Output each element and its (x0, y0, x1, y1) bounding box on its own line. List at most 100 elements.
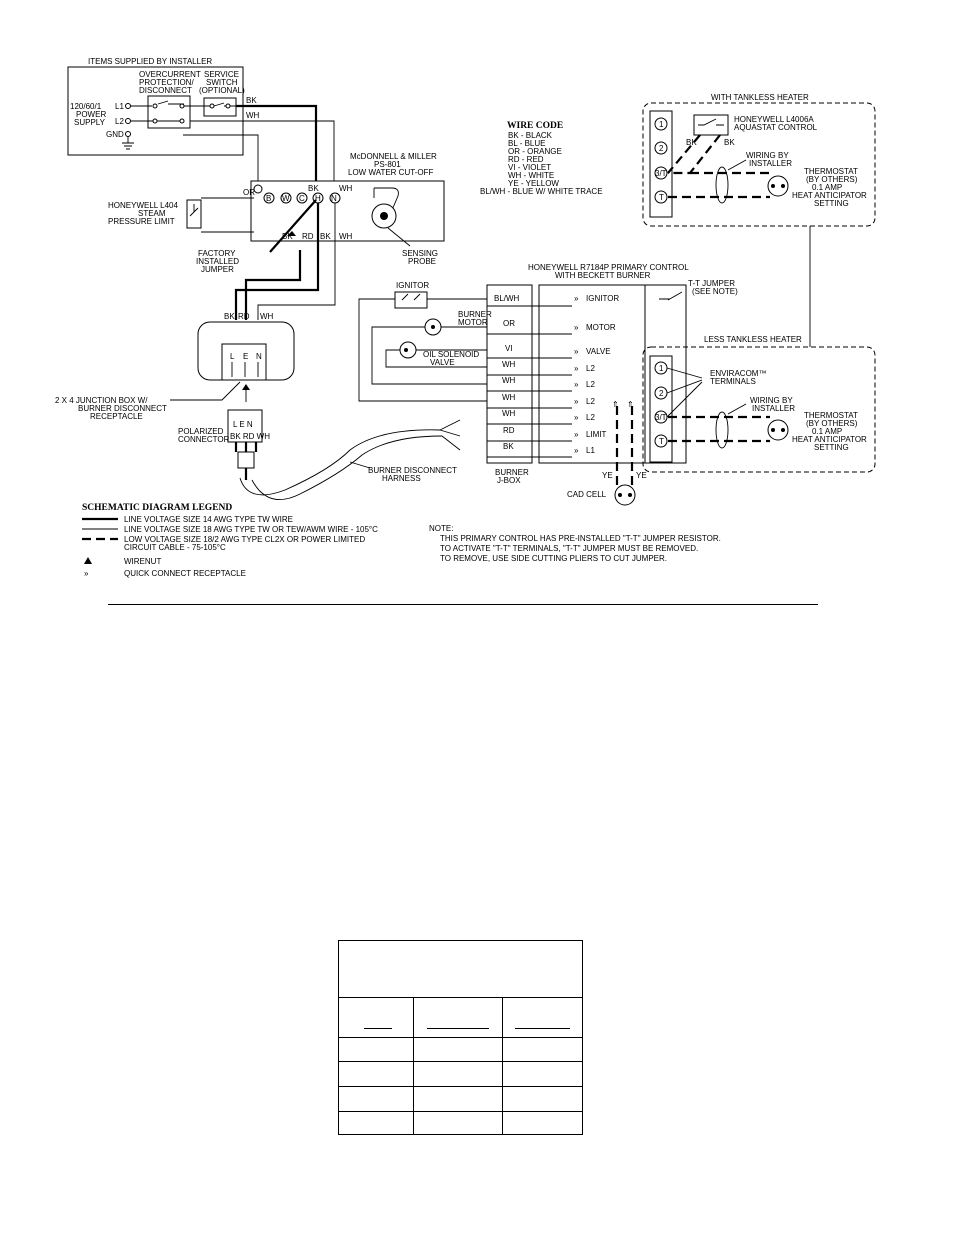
service-switch-label: SERVICE (204, 70, 239, 79)
svg-text:»: » (574, 380, 579, 389)
tankless-title: WITH TANKLESS HEATER (711, 93, 809, 102)
svg-text:QUICK CONNECT RECEPTACLE: QUICK CONNECT RECEPTACLE (124, 569, 246, 578)
jumper-label: INSTALLED (196, 257, 239, 266)
legend-items: LINE VOLTAGE SIZE 14 AWG TYPE TW WIRE LI… (82, 515, 378, 578)
jbox-wires: BL/WH OR VI WH WH WH WH RD BK (487, 294, 572, 458)
junction-box-label: BURNER DISCONNECT (78, 404, 167, 413)
lwco-title: McDONNELL & MILLER (350, 152, 437, 161)
svg-text:OR: OR (503, 319, 515, 328)
svg-text:L2: L2 (586, 364, 595, 373)
aquastat-label: AQUASTAT CONTROL (734, 123, 818, 132)
l2-label: L2 (115, 117, 124, 126)
cad-cell (614, 484, 636, 506)
connector-label: POLARIZED (178, 427, 224, 436)
burner-harness (239, 429, 443, 500)
svg-text:LOW VOLTAGE SIZE 18/2 AWG TYPE: LOW VOLTAGE SIZE 18/2 AWG TYPE CL2X OR P… (124, 535, 365, 544)
wire-tag: BK (686, 138, 697, 147)
svg-text:LIMIT: LIMIT (586, 430, 607, 439)
wire-tag: RD (302, 232, 314, 241)
bk-line-wire (236, 104, 318, 196)
wire-tag: BK (282, 232, 293, 241)
gnd-label: GND (106, 130, 124, 139)
enviracom-label: ENVIRACOM™ (710, 369, 766, 378)
or-supply-wire (183, 134, 259, 192)
pressure-limit-box (186, 199, 202, 229)
lwco-terminals (253, 184, 341, 204)
wire-tag: YE (636, 471, 647, 480)
enviracom-terminals (654, 361, 668, 448)
svg-text:BL/WH: BL/WH (494, 294, 520, 303)
wire-tag: BK (320, 232, 331, 241)
table-header-cell (503, 997, 583, 1038)
less-thermostat-label: (BY OTHERS) (806, 419, 858, 428)
ignitor-box (394, 291, 428, 309)
less-thermostat-label: HEAT ANTICIPATOR (792, 435, 867, 444)
svg-text:»: » (574, 294, 579, 303)
note-line: TO ACTIVATE "T-T" TERMINALS, "T-T" JUMPE… (440, 544, 698, 553)
svg-text:»: » (84, 569, 89, 578)
motor-label: BURNER (458, 310, 492, 319)
primary-title: HONEYWELL R7184P PRIMARY CONTROL (528, 263, 689, 272)
tankless-box (642, 102, 876, 227)
svg-text:LINE VOLTAGE SIZE 14 AWG TYPE: LINE VOLTAGE SIZE 14 AWG TYPE TW WIRE (124, 515, 293, 524)
svg-text:1: 1 (659, 120, 664, 129)
svg-text:OR - ORANGE: OR - ORANGE (508, 147, 562, 156)
service-switch-box (203, 97, 237, 117)
svg-text:»: » (574, 430, 579, 439)
svg-text:BL - BLUE: BL - BLUE (508, 139, 546, 148)
jumper-label: FACTORY (198, 249, 236, 258)
wire-tag: WH (339, 232, 353, 241)
svg-text:L2: L2 (586, 380, 595, 389)
legend-title: SCHEMATIC DIAGRAM LEGEND (82, 503, 232, 513)
svg-text:»: » (574, 413, 579, 422)
lwco-box (250, 180, 445, 242)
svg-text:L2: L2 (586, 397, 595, 406)
note-line: TO REMOVE, USE SIDE CUTTING PLIERS TO CU… (440, 554, 667, 563)
junction-letter: L (230, 352, 235, 361)
enviracom-label: TERMINALS (710, 377, 756, 386)
wh-line-wire (190, 120, 335, 196)
wh-junction-wire (257, 203, 336, 320)
factory-jumper (269, 199, 317, 253)
svg-text:L1: L1 (586, 446, 595, 455)
svg-text:WH: WH (502, 393, 516, 402)
svg-text:BK: BK (503, 442, 514, 451)
aquastat-label: HONEYWELL L4006A (734, 115, 814, 124)
overcurrent-label: OVERCURRENT (139, 70, 201, 79)
bk-junction-wire (234, 203, 320, 320)
svg-text:VALVE: VALVE (586, 347, 611, 356)
l2-terminal (125, 118, 131, 124)
empty-table (338, 940, 583, 1135)
power-supply-label: POWER (76, 110, 106, 119)
svg-text:BL/WH - BLUE W/ WHITE TRACE: BL/WH - BLUE W/ WHITE TRACE (480, 187, 603, 196)
burner-jbox (486, 284, 533, 464)
svg-text:T: T (659, 193, 664, 202)
jumper-label: JUMPER (201, 265, 234, 274)
svg-text:L E N: L E N (233, 420, 253, 429)
less-wiring-label: INSTALLER (752, 404, 795, 413)
rd-junction-wire (244, 250, 302, 320)
svg-text:»: » (574, 364, 579, 373)
svg-text:WH - WHITE: WH - WHITE (508, 171, 554, 180)
svg-text:WH: WH (502, 360, 516, 369)
overcurrent-label: DISCONNECT (139, 86, 192, 95)
svg-text:3/T: 3/T (655, 413, 667, 422)
lwco-title: LOW WATER CUT-OFF (348, 168, 433, 177)
wire-tag: WH (260, 312, 274, 321)
svg-text:VI - VIOLET: VI - VIOLET (508, 163, 551, 172)
wire-code-title: WIRE CODE (507, 121, 563, 131)
svg-text:WH: WH (502, 409, 516, 418)
table-header-cell (414, 997, 503, 1038)
tankless-terminals (654, 117, 668, 204)
less-tankless-title: LESS TANKLESS HEATER (704, 335, 802, 344)
primary-outputs: »IGNITOR »MOTOR »VALVE »L2 »L2 »L2 »L2 »… (574, 294, 619, 455)
svg-text:L2: L2 (586, 413, 595, 422)
pressure-limit-label: HONEYWELL L404 (108, 201, 179, 210)
svg-text:»: » (574, 347, 579, 356)
l1-terminal (125, 103, 131, 109)
svg-text:YE - YELLOW: YE - YELLOW (508, 179, 559, 188)
tt-jumper-label: (SEE NOTE) (692, 287, 738, 296)
power-supply-label: SUPPLY (74, 118, 106, 127)
svg-text:MOTOR: MOTOR (586, 323, 616, 332)
wire-tag: WH (246, 111, 260, 120)
